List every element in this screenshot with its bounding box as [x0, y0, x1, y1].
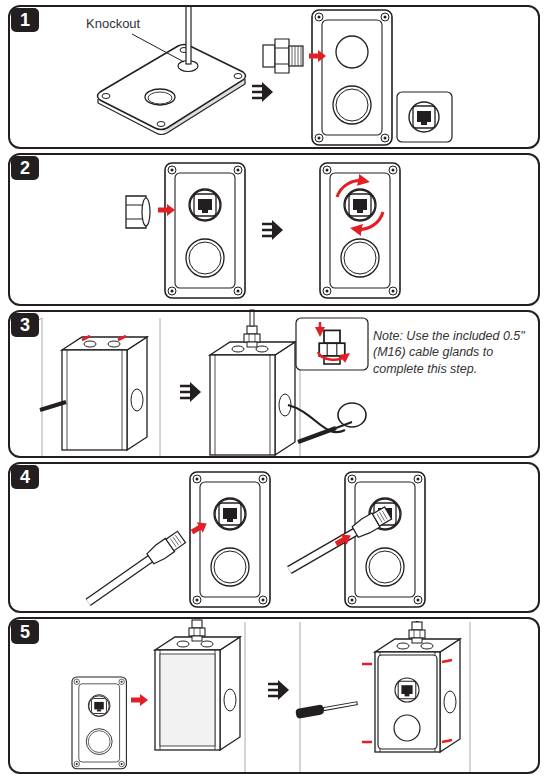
screwdriver	[250, 310, 254, 326]
step3-art-part	[336, 422, 352, 428]
step3-art-part	[319, 322, 322, 332]
step1-art-part	[312, 10, 392, 145]
step-number: 3	[11, 313, 39, 337]
step4-art-part	[190, 472, 270, 607]
note-text: Note: Use the included 0.5" (M16) cable …	[373, 328, 533, 377]
step5-art-part	[189, 620, 205, 641]
rod	[40, 402, 66, 410]
step-number: 1	[11, 8, 39, 32]
step3-art	[22, 310, 368, 456]
step4-art-part	[345, 472, 425, 607]
step5-art-part	[160, 654, 215, 746]
cable-loop	[338, 403, 366, 427]
step5-art-part	[378, 655, 437, 749]
step-number: 5	[11, 620, 39, 644]
screwdriver-part	[295, 704, 324, 719]
inset-box	[296, 318, 368, 370]
step-panel: 2	[8, 153, 540, 306]
step2-art-part	[320, 163, 400, 298]
step5-art-part	[394, 715, 420, 741]
step1-art-part	[145, 89, 175, 105]
step4-art-part	[189, 518, 210, 537]
step2-art-part	[262, 220, 283, 240]
inset-box	[397, 92, 452, 142]
step-number: 2	[11, 156, 39, 180]
step5-art-part	[409, 622, 425, 643]
step5-art-part	[89, 696, 109, 716]
step2-art-part	[158, 204, 175, 216]
screwdriver-part	[323, 702, 357, 711]
step1-art-part	[157, 122, 165, 127]
leader-line	[132, 34, 184, 62]
step1-art-part	[234, 74, 242, 79]
step5-art-part	[362, 660, 452, 742]
step2-art-part	[165, 163, 245, 298]
step-number: 4	[11, 465, 39, 489]
rotate-arrow	[356, 212, 383, 229]
step1-art-part	[98, 79, 245, 135]
step5-art-part	[375, 639, 460, 752]
part-label: Knockout	[86, 16, 166, 33]
step5-art-part	[395, 678, 419, 702]
step5-art-part	[131, 694, 148, 706]
step-panel: 5	[8, 617, 540, 774]
step1-art-part	[309, 50, 326, 62]
step3-art-part	[82, 336, 126, 340]
step4-art	[83, 472, 425, 609]
wall	[245, 622, 470, 772]
step1-art-part	[252, 82, 273, 102]
step1-art-part	[148, 92, 172, 104]
step1-art-part	[102, 94, 110, 99]
step5-art	[72, 620, 470, 772]
step4-art-part	[215, 499, 245, 529]
step5-art-part	[155, 637, 240, 750]
step3-art-part	[210, 342, 295, 455]
step1-art	[98, 6, 453, 145]
nut-part	[142, 198, 150, 226]
step5-art-part	[268, 680, 289, 700]
step4-art-part	[333, 530, 354, 549]
step-panel: 4	[8, 462, 540, 613]
nut	[126, 196, 150, 228]
screwdriver	[186, 6, 191, 64]
step2-art-part	[190, 190, 220, 220]
step1-art-part	[263, 39, 303, 73]
step4-art-part	[285, 506, 392, 577]
wall	[22, 318, 300, 456]
step3-art-part	[180, 382, 201, 402]
step2-art-part	[345, 190, 375, 220]
step1-art-part	[98, 45, 246, 130]
step3-art-part	[62, 337, 147, 450]
step2-art	[126, 163, 400, 298]
step1-art-part	[409, 102, 439, 132]
step3-art-part	[244, 326, 260, 347]
step3-art-part	[318, 352, 346, 360]
step3-art-part	[298, 428, 336, 442]
step5-art-part	[72, 677, 126, 769]
step4-art-part	[83, 530, 186, 608]
screwdriver	[295, 698, 358, 719]
rotate-arrow	[337, 181, 364, 197]
